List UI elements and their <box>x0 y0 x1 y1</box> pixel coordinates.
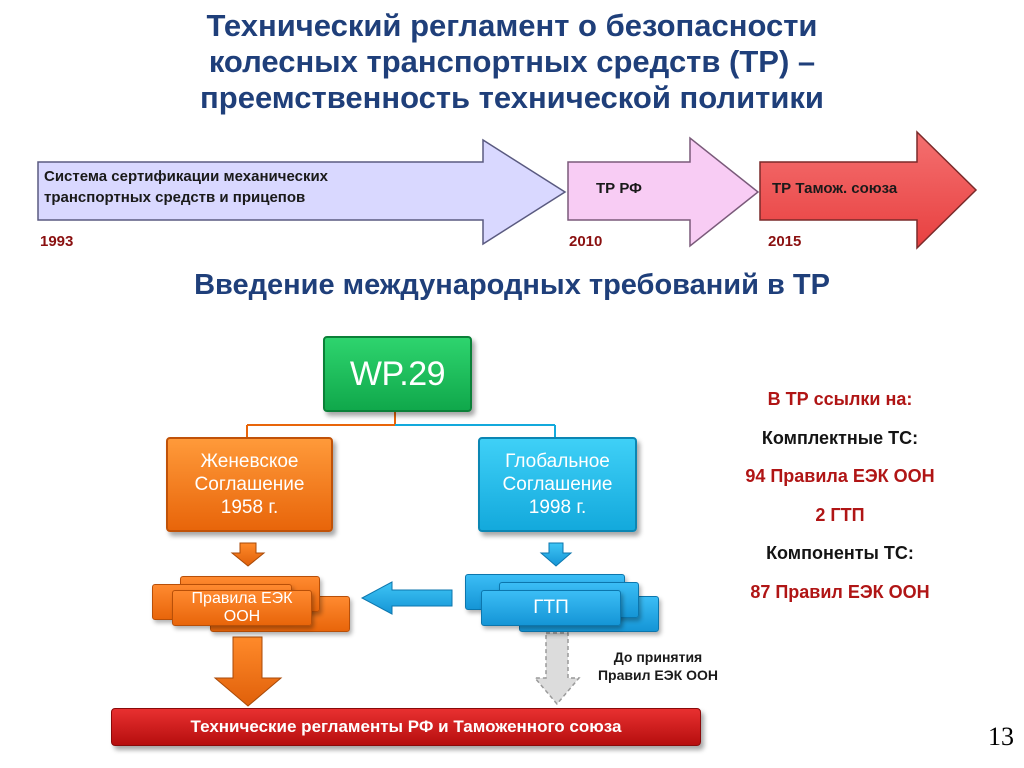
down-arrow-orange <box>230 542 266 567</box>
note-line-2: Правил ЕЭК ООН <box>597 667 719 683</box>
left-arrow-blue <box>360 581 453 615</box>
references-complete-rules: 94 Правила ЕЭК ООН <box>745 466 935 486</box>
timeline-arrow-3 <box>759 130 978 250</box>
gtr-card-front: ГТП <box>481 590 621 626</box>
timeline-label-3-line-1: ТР Тамож. союза <box>772 180 898 197</box>
note-before-adoption: До принятия Правил ЕЭК ООН <box>578 648 738 684</box>
geneva-agreement-box: Женевское Соглашение 1958 г. <box>166 437 333 532</box>
title-line-1: Технический регламент о безопасности <box>206 8 818 43</box>
unece-rules-label: Правила ЕЭК ООН <box>191 590 293 625</box>
references-panel: В ТР ссылки на: Комплектные ТС: 94 Прави… <box>690 380 990 611</box>
down-arrow-blue <box>539 542 573 567</box>
references-components-rules: 87 Правил ЕЭК ООН <box>750 581 930 602</box>
global-line-3: 1998 г. <box>528 497 587 518</box>
references-heading: В ТР ссылки на: <box>767 389 913 409</box>
timeline-arrow-2 <box>567 136 760 248</box>
geneva-line-2: Соглашение <box>194 474 305 495</box>
page-number: 13 <box>988 722 1014 751</box>
timeline-year-1: 1993 <box>40 233 74 250</box>
references-complete-gtr: 2 ГТП <box>815 504 865 525</box>
title-line-2: колесных транспортных средств (ТР) – <box>208 44 816 79</box>
global-agreement-box: Глобальное Соглашение 1998 г. <box>478 437 637 532</box>
global-line-2: Соглашение <box>502 474 613 495</box>
note-line-1: До принятия <box>613 649 703 665</box>
timeline-label-1-line-1: Система сертификации механических <box>44 168 329 185</box>
timeline-arrow-1 <box>37 138 567 246</box>
page-title: Технический регламент о безопасности кол… <box>40 8 984 116</box>
geneva-line-1: Женевское <box>200 451 299 472</box>
timeline-label-3: ТР Тамож. союза <box>772 178 897 199</box>
gtr-label: ГТП <box>533 597 569 618</box>
references-components-label: Компоненты ТС: <box>766 543 914 563</box>
wp29-connectors <box>246 410 556 437</box>
timeline-year-2: 2010 <box>569 233 603 250</box>
section-subtitle: Введение международных требований в ТР <box>194 269 830 301</box>
gtr-stack: ГТП <box>465 574 661 634</box>
timeline-label-2: ТР РФ <box>596 178 642 199</box>
global-line-1: Глобальное <box>505 451 610 472</box>
title-line-3: преемственность технической политики <box>200 80 824 115</box>
big-down-arrow-orange <box>213 636 283 707</box>
timeline-label-1-line-2: транспортных средств и прицепов <box>44 189 306 206</box>
technical-regulations-bar: Технические регламенты РФ и Таможенного … <box>111 708 701 746</box>
timeline-label-1: Система сертификации механических трансп… <box>44 166 328 208</box>
stack-card-front: Правила ЕЭК ООН <box>172 590 312 626</box>
timeline-year-3: 2015 <box>768 233 802 250</box>
wp29-box: WP.29 <box>323 336 472 412</box>
geneva-line-3: 1958 г. <box>220 497 279 518</box>
unece-rules-stack: Правила ЕЭК ООН <box>152 576 352 632</box>
timeline-label-2-line-1: ТР РФ <box>596 180 642 197</box>
dashed-down-arrow <box>533 632 581 706</box>
references-complete-label: Комплектные ТС: <box>761 427 919 448</box>
